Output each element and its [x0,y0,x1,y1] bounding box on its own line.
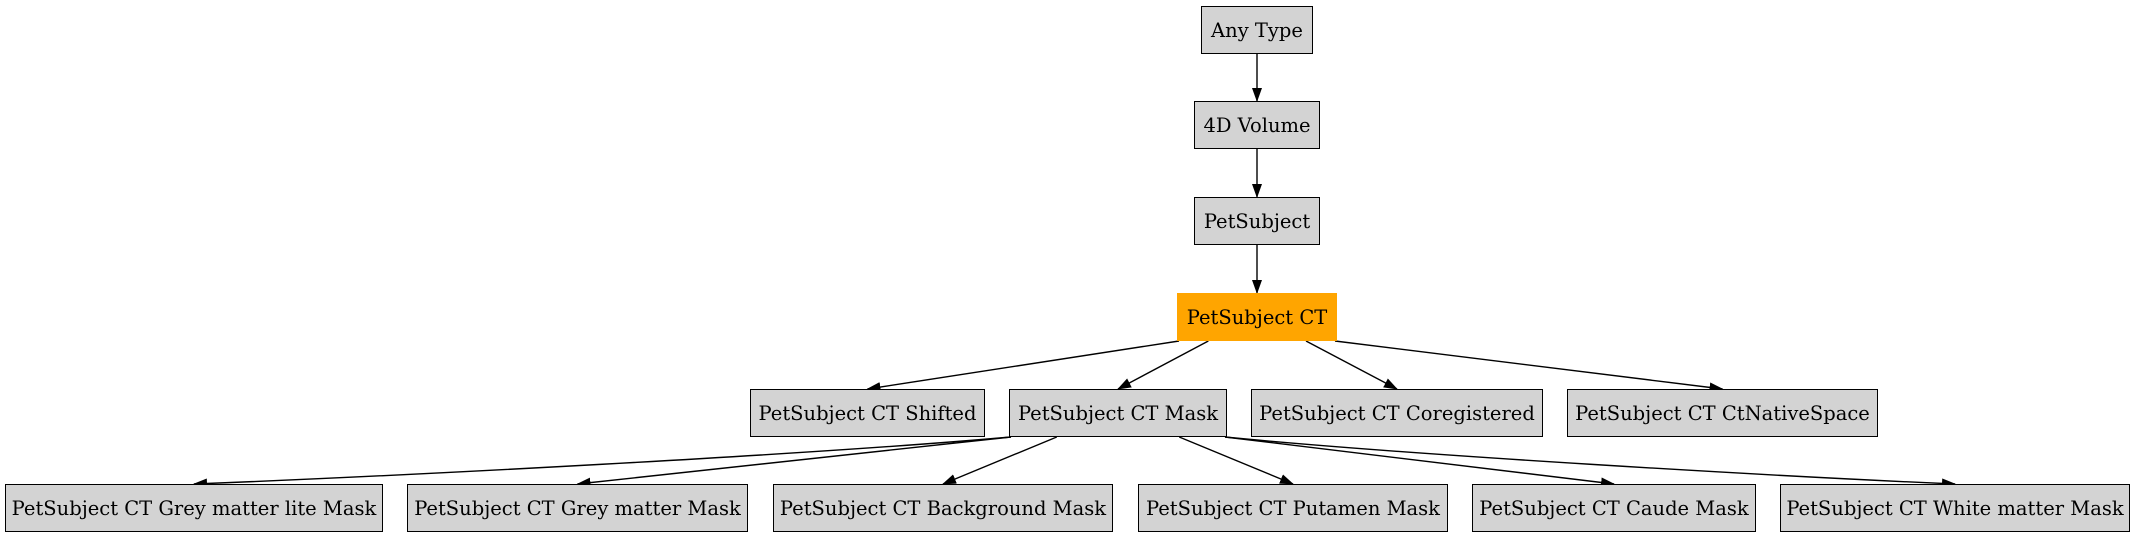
node-label: PetSubject CT Caude Mask [1479,496,1749,520]
edge-ct_mask-to-ct_background_mask [942,436,1058,485]
node-petsubject-ct-background-mask[interactable]: PetSubject CT Background Mask [773,484,1113,532]
node-label: PetSubject CT Background Mask [779,496,1107,520]
node-petsubject-ct-mask[interactable]: PetSubject CT Mask [1009,389,1227,437]
node-petsubject-ct-grey-matter-mask[interactable]: PetSubject CT Grey matter Mask [407,484,748,532]
node-label: PetSubject CT Shifted [758,401,977,425]
node-petsubject-ct-white-matter-mask[interactable]: PetSubject CT White matter Mask [1780,484,2130,532]
node-label: PetSubject CT CtNativeSpace [1575,401,1870,425]
node-petsubject-ct-caude-mask[interactable]: PetSubject CT Caude Mask [1472,484,1756,532]
node-petsubject-ct-shifted[interactable]: PetSubject CT Shifted [750,389,985,437]
node-label: 4D Volume [1203,113,1311,137]
edge-ct_mask-to-ct_putamen_mask [1178,436,1294,485]
node-petsubject-ct-putamen-mask[interactable]: PetSubject CT Putamen Mask [1138,484,1448,532]
edge-pet_subject_ct-to-ct_coregistered [1305,340,1398,390]
edge-pet_subject_ct-to-ct_ctnativespace [1334,340,1724,393]
node-label: PetSubject CT White matter Mask [1786,496,2124,520]
node-petsubject-ct-coregistered[interactable]: PetSubject CT Coregistered [1251,389,1543,437]
edge-ct_mask-to-ct_caude_mask [1224,436,1615,488]
node-label: PetSubject CT Putamen Mask [1145,496,1441,520]
edge-ct_mask-to-ct_white_matter_mask [1224,436,1956,489]
edge-pet_subject_ct-to-ct_mask [1117,340,1209,390]
edge-pet_subject_ct-to-ct_shifted [866,340,1180,392]
edge-ct_mask-to-ct_grey_matter_mask [576,436,1012,488]
node-label: PetSubject CT Coregistered [1259,401,1535,425]
node-label: PetSubject CT [1186,305,1328,329]
node-petsubject-ct-ctnativespace[interactable]: PetSubject CT CtNativeSpace [1567,389,1878,437]
node-label: PetSubject [1203,209,1311,233]
node-4d-volume[interactable]: 4D Volume [1194,101,1320,149]
node-label: Any Type [1211,18,1303,42]
edge-ct_mask-to-ct_grey_matter_lite_mask [193,436,1012,489]
node-petsubject-ct-grey-matter-lite-mask[interactable]: PetSubject CT Grey matter lite Mask [5,484,383,532]
node-label: PetSubject CT Mask [1017,401,1219,425]
node-petsubject-ct[interactable]: PetSubject CT [1177,293,1337,341]
node-label: PetSubject CT Grey matter lite Mask [11,496,377,520]
node-any-type[interactable]: Any Type [1201,6,1313,54]
node-petsubject[interactable]: PetSubject [1194,197,1320,245]
node-label: PetSubject CT Grey matter Mask [414,496,741,520]
